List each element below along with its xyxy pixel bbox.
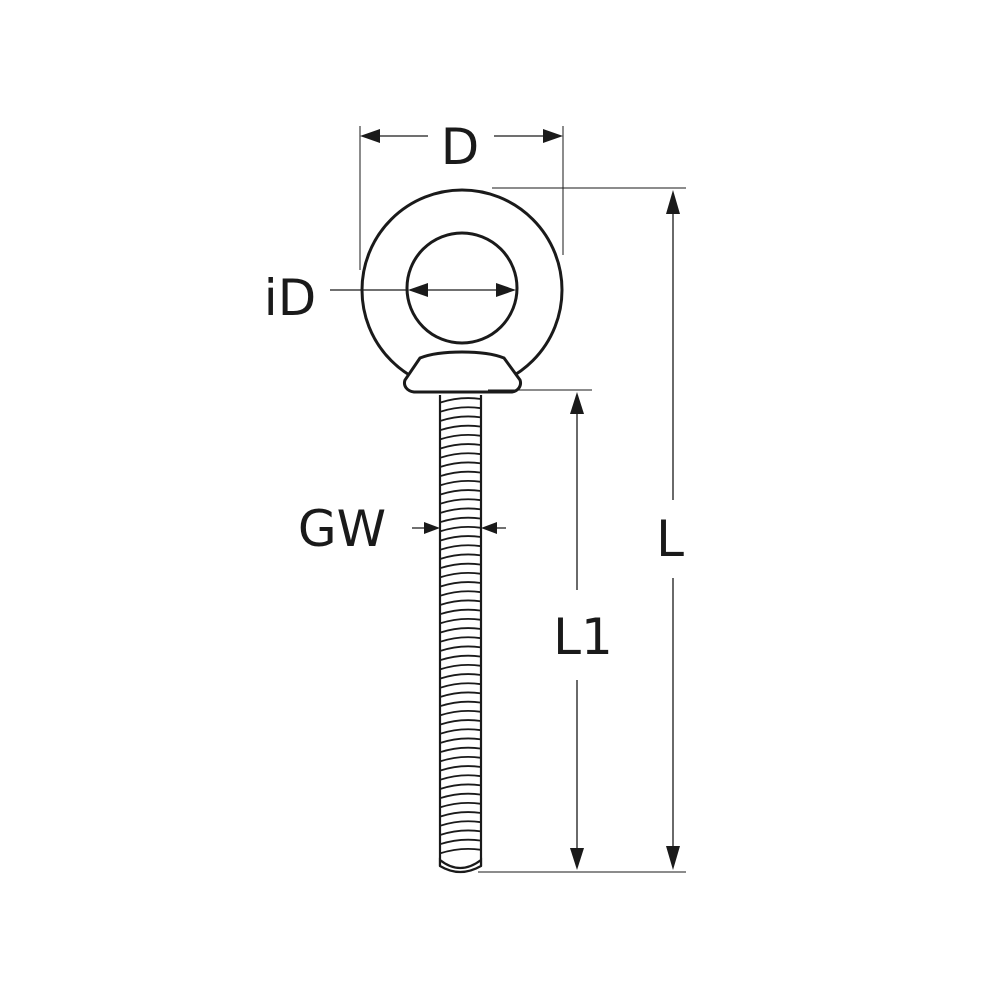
thread-crest [439,728,482,735]
label-iD: iD [264,269,316,327]
thread-crest [439,691,482,698]
thread-crest [439,526,482,533]
thread-crest [439,838,482,846]
label-D: D [441,118,480,176]
thread-crest [439,498,482,505]
thread-crest [439,700,482,708]
thread-crest [439,507,482,514]
thread-crest [439,489,482,496]
label-L: L [656,510,684,568]
thread-crest [439,848,482,855]
dimension-iD: iD [264,269,516,327]
dimension-D: D [359,118,564,270]
thread-crest [439,535,482,542]
thread-crest [439,710,482,717]
thread-crest [439,443,482,450]
thread-crest [439,424,482,432]
shank-tip [438,857,483,874]
thread-crest [439,461,482,468]
thread-crest [439,636,482,643]
thread-crest [439,581,482,588]
thread-crest [439,406,482,413]
thread-crest [439,434,482,441]
dimension-GW: GW [298,500,506,558]
thread-crest [439,746,482,754]
thread-crest [439,654,482,662]
thread-crest [439,618,482,625]
thread-crest [439,590,482,597]
thread-crest [439,627,482,634]
thread-crest [439,765,482,772]
dimension-L: L [478,187,686,873]
thread-crest [439,802,482,809]
eye-inner-hole [405,231,519,345]
thread-crest [439,811,482,818]
thread-crest [439,452,482,459]
thread-crest [439,599,482,606]
thread-crest [439,774,482,781]
thread-crest [439,397,482,404]
thread-crest [439,664,482,671]
thread-crest [439,553,482,560]
label-GW: GW [298,500,386,558]
thread-crest [439,415,482,422]
eye-bolt [360,188,564,874]
threaded-shank [438,395,483,874]
thread-crest [439,608,482,616]
thread-crest [439,829,482,836]
thread-crest [439,682,482,689]
label-L1: L1 [553,608,613,666]
thread-crest [439,516,482,524]
thread-crest [439,756,482,763]
thread-crest [439,737,482,744]
thread-crest [439,572,482,579]
thread-crest [439,470,482,478]
thread-crest [439,820,482,827]
thread-crest [439,792,482,800]
thread-crest [439,562,482,570]
thread-crest [439,783,482,790]
thread-crest [439,544,482,551]
thread-crest [439,673,482,680]
dimension-L1: L1 [488,389,613,870]
thread-crest [439,480,482,487]
eye-collar [403,350,522,394]
thread-crest [439,719,482,726]
thread-crest [439,645,482,652]
